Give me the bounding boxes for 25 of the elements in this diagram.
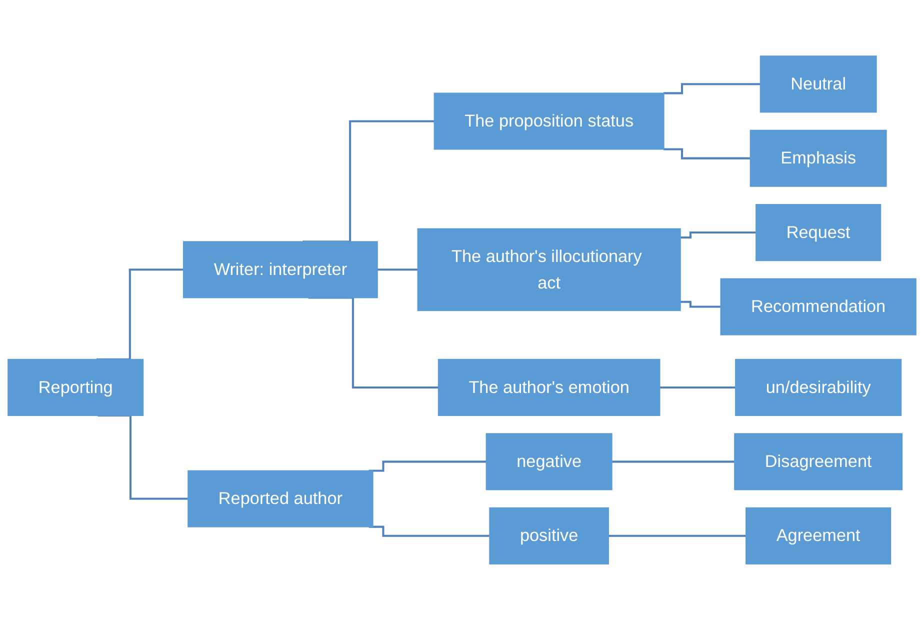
connector bbox=[663, 148, 750, 160]
node-box: Disagreement bbox=[734, 433, 903, 490]
node-box: The author's emotion bbox=[438, 358, 660, 416]
connector bbox=[680, 232, 756, 238]
node-box: Neutral bbox=[760, 56, 877, 113]
node-box: The proposition status bbox=[434, 92, 664, 150]
node-box: negative bbox=[486, 433, 612, 490]
connector bbox=[368, 526, 490, 537]
node-box: positive bbox=[489, 507, 609, 564]
connector bbox=[377, 268, 418, 271]
node-box: Writer: interpreter bbox=[183, 241, 378, 298]
connector bbox=[680, 300, 721, 308]
connector bbox=[608, 534, 746, 537]
connector bbox=[660, 386, 736, 388]
node-box: un/desirability bbox=[735, 358, 902, 416]
node-box: Emphasis bbox=[750, 130, 887, 187]
node-box: Request bbox=[756, 204, 882, 262]
node-box: Reporting bbox=[8, 358, 144, 416]
connector bbox=[612, 460, 735, 463]
node-box: Reported author bbox=[188, 470, 374, 528]
node-box: Agreement bbox=[746, 507, 892, 564]
connector bbox=[368, 460, 486, 472]
node-box: The author's illocutionary act bbox=[417, 228, 681, 312]
connector bbox=[663, 83, 760, 94]
node-box: Recommendation bbox=[720, 278, 916, 336]
